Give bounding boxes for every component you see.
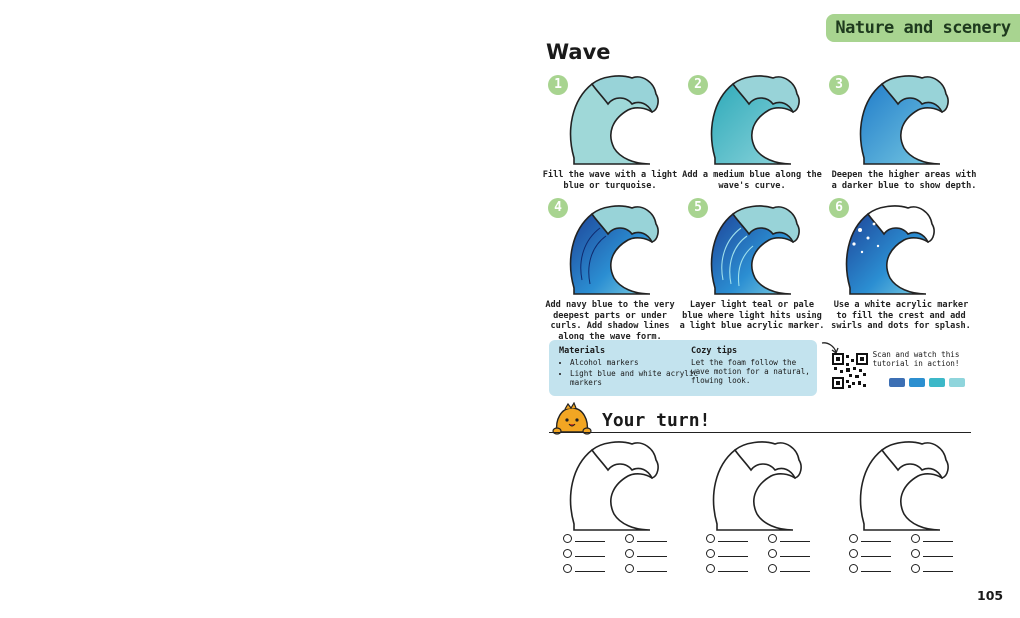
scan-instructions: Scan and watch this tutorial in action! xyxy=(872,350,960,368)
qr-code-icon[interactable] xyxy=(832,353,868,389)
wave-step-4-icon xyxy=(569,205,659,295)
note-line[interactable] xyxy=(780,540,810,543)
color-note-circle[interactable] xyxy=(911,564,920,573)
note-line[interactable] xyxy=(923,540,953,543)
note-line[interactable] xyxy=(575,540,605,543)
practice-wave-outline-icon[interactable] xyxy=(705,436,805,536)
color-note-circle[interactable] xyxy=(768,564,777,573)
color-notes-group[interactable] xyxy=(563,534,667,573)
color-note-circle[interactable] xyxy=(563,534,572,543)
note-line[interactable] xyxy=(718,570,748,573)
step-5-number: 5 xyxy=(688,198,708,218)
color-note-circle[interactable] xyxy=(849,564,858,573)
your-turn-heading: Your turn! xyxy=(602,410,711,431)
note-line[interactable] xyxy=(718,555,748,558)
note-line[interactable] xyxy=(861,540,891,543)
page-number: 105 xyxy=(977,588,1004,603)
color-swatch xyxy=(889,378,905,387)
note-line[interactable] xyxy=(637,540,667,543)
color-swatch xyxy=(909,378,925,387)
color-note-circle[interactable] xyxy=(625,564,634,573)
color-note-circle[interactable] xyxy=(849,534,858,543)
tips-heading: Cozy tips xyxy=(691,346,738,356)
note-line[interactable] xyxy=(861,570,891,573)
step-1-number: 1 xyxy=(548,75,568,95)
materials-item: Alcohol markers xyxy=(570,358,700,367)
step-2-caption: Add a medium blue along the wave's curve… xyxy=(682,170,822,191)
practice-wave-outline-icon[interactable] xyxy=(562,436,662,536)
step-1-caption: Fill the wave with a light blue or turqu… xyxy=(542,170,678,191)
section-banner: Nature and scenery xyxy=(826,14,1020,42)
color-notes-group[interactable] xyxy=(706,534,810,573)
color-note-circle[interactable] xyxy=(911,549,920,558)
materials-list: Alcohol markers Light blue and white acr… xyxy=(558,358,700,389)
color-note-circle[interactable] xyxy=(706,564,715,573)
color-note-circle[interactable] xyxy=(768,549,777,558)
step-3-caption: Deepen the higher areas with a darker bl… xyxy=(831,170,977,191)
color-swatch xyxy=(929,378,945,387)
color-note-circle[interactable] xyxy=(563,549,572,558)
color-notes-group[interactable] xyxy=(849,534,953,573)
note-line[interactable] xyxy=(861,555,891,558)
note-line[interactable] xyxy=(575,570,605,573)
note-line[interactable] xyxy=(780,570,810,573)
note-line[interactable] xyxy=(637,555,667,558)
page-title: Wave xyxy=(546,40,611,64)
color-swatches xyxy=(889,378,965,387)
color-note-circle[interactable] xyxy=(849,549,858,558)
materials-heading: Materials xyxy=(559,346,606,356)
step-6-number: 6 xyxy=(829,198,849,218)
step-6-caption: Use a white acrylic marker to fill the c… xyxy=(831,300,971,331)
color-swatch xyxy=(949,378,965,387)
divider xyxy=(549,432,971,434)
color-note-circle[interactable] xyxy=(706,534,715,543)
color-note-circle[interactable] xyxy=(768,534,777,543)
step-4-caption: Add navy blue to the very deepest parts … xyxy=(545,300,675,342)
wave-step-1-icon xyxy=(569,75,659,165)
color-note-circle[interactable] xyxy=(911,534,920,543)
color-note-circle[interactable] xyxy=(706,549,715,558)
note-line[interactable] xyxy=(718,540,748,543)
note-line[interactable] xyxy=(575,555,605,558)
wave-step-3-icon xyxy=(859,75,949,165)
mascot-icon xyxy=(552,402,592,435)
note-line[interactable] xyxy=(923,555,953,558)
color-note-circle[interactable] xyxy=(625,549,634,558)
step-5-caption: Layer light teal or pale blue where ligh… xyxy=(679,300,825,331)
step-4-number: 4 xyxy=(548,198,568,218)
practice-wave-outline-icon[interactable] xyxy=(852,436,952,536)
wave-step-2-icon xyxy=(710,75,800,165)
materials-item: Light blue and white acrylic markers xyxy=(570,369,700,387)
note-line[interactable] xyxy=(637,570,667,573)
color-note-circle[interactable] xyxy=(563,564,572,573)
note-line[interactable] xyxy=(780,555,810,558)
info-box xyxy=(549,340,817,396)
note-line[interactable] xyxy=(923,570,953,573)
step-3-number: 3 xyxy=(829,75,849,95)
wave-step-5-icon xyxy=(710,205,800,295)
tips-text: Let the foam follow the wave motion for … xyxy=(691,358,810,385)
wave-step-6-icon xyxy=(845,205,935,295)
color-note-circle[interactable] xyxy=(625,534,634,543)
step-2-number: 2 xyxy=(688,75,708,95)
